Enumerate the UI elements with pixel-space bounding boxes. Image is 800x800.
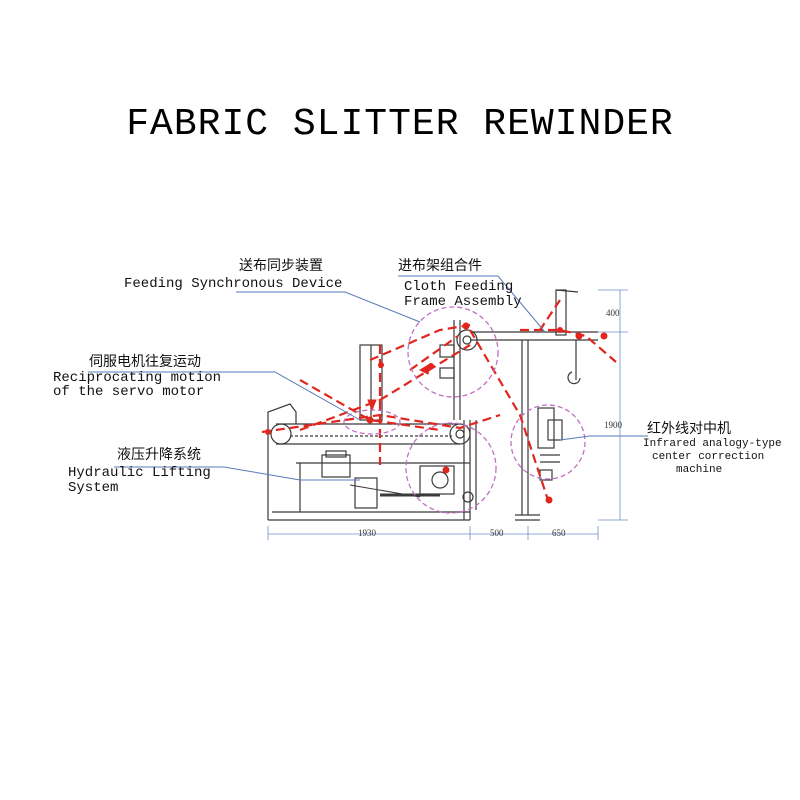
infrared-label-en-line2: center correction	[652, 451, 765, 463]
hydraulic-label-en-line1: Hydraulic Lifting	[68, 465, 211, 481]
dimension-lines	[267, 289, 628, 540]
page-title: FABRIC SLITTER REWINDER	[126, 103, 674, 146]
dimension-width-650: 650	[552, 528, 566, 538]
feeding-sync-label-en: Feeding Synchronous Device	[124, 276, 343, 292]
infrared-label-en-line3: machine	[676, 464, 723, 476]
cloth-frame-label-en-line1: Cloth Feeding	[404, 279, 514, 295]
callout-circles	[343, 306, 586, 514]
machine-frame	[267, 289, 598, 521]
dimension-height-1900: 1900	[604, 420, 622, 430]
web-path	[261, 299, 617, 501]
servo-label-en-line2: of the servo motor	[53, 384, 205, 400]
dimension-width-500: 500	[490, 528, 504, 538]
cloth-frame-label-en-line2: Frame Assembly	[404, 294, 522, 310]
servo-label-en-line1: Reciprocating motion	[53, 370, 222, 386]
infrared-label-en-line1: Infrared analogy-type	[643, 438, 782, 450]
infrared-label-zh: 红外线对中机	[647, 421, 731, 437]
dimension-width-1930: 1930	[358, 528, 376, 538]
dimension-height-400: 400	[606, 308, 620, 318]
servo-label-zh: 伺服电机往复运动	[89, 354, 201, 370]
hydraulic-label-zh: 液压升降系统	[117, 447, 201, 463]
leader-lines	[88, 275, 648, 481]
feeding-sync-label-zh: 送布同步装置	[239, 258, 323, 274]
hydraulic-label-en-line2: System	[68, 480, 119, 496]
red-markers	[265, 322, 608, 504]
cloth-frame-label-zh: 进布架组合件	[398, 258, 482, 274]
